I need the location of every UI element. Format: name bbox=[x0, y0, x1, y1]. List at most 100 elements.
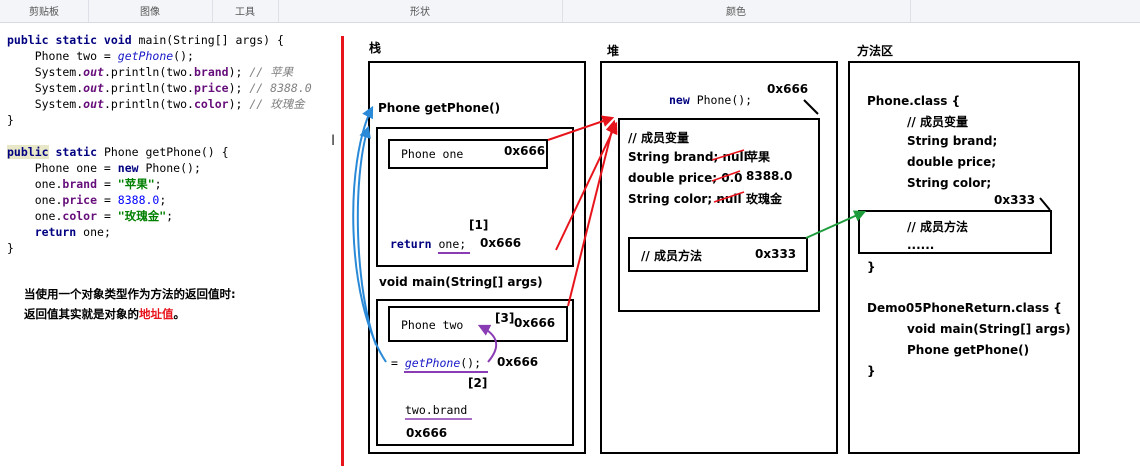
code-method-call: getPhone bbox=[117, 49, 174, 63]
code-text: .println(two. bbox=[103, 97, 194, 111]
class-field-color: String color; bbox=[907, 176, 992, 190]
field-brand-value: 苹果 bbox=[746, 150, 771, 164]
class-methods-corner bbox=[1039, 197, 1051, 211]
class-field-brand: String brand; bbox=[907, 134, 998, 148]
code-text: System. bbox=[7, 65, 84, 79]
code-field: color bbox=[193, 97, 229, 111]
code-comment: // 玫瑰金 bbox=[249, 97, 305, 111]
heap-object-address: 0x666 bbox=[767, 82, 809, 96]
step-marker-3: [3] bbox=[495, 311, 515, 325]
demo-class-close: } bbox=[867, 364, 876, 378]
assign-arrow bbox=[477, 324, 498, 363]
code-text: one; bbox=[76, 225, 111, 239]
strike-null-color bbox=[713, 191, 745, 203]
ref-arrow-return bbox=[555, 121, 618, 251]
code-keyword: static bbox=[48, 145, 98, 159]
stack-title: 栈 bbox=[369, 41, 382, 55]
code-text: ); bbox=[228, 81, 250, 95]
explanation-text: 返回值其实就是对象的 bbox=[24, 307, 139, 321]
code-comment: // 苹果 bbox=[249, 65, 294, 79]
code-static-field: out bbox=[83, 81, 104, 95]
assign-eq: = bbox=[391, 356, 405, 370]
class-methods-address: 0x333 bbox=[994, 193, 1036, 207]
code-text: Phone getPhone() { bbox=[97, 145, 229, 159]
code-field: brand bbox=[62, 177, 98, 191]
explanation-highlight: 地址值 bbox=[139, 307, 174, 321]
new-keyword: new bbox=[669, 93, 690, 107]
code-field: price bbox=[193, 81, 229, 95]
strike-zero-price bbox=[711, 170, 741, 182]
code-string: "苹果" bbox=[117, 177, 155, 191]
field-color-value: 玫瑰金 bbox=[746, 192, 783, 206]
code-field: color bbox=[62, 209, 98, 223]
step-marker-1: [1] bbox=[469, 218, 489, 232]
field-decl: double price; bbox=[628, 171, 722, 185]
code-text: one. bbox=[7, 193, 63, 207]
assign-method-call: getPhone bbox=[404, 356, 461, 370]
code-text: } bbox=[7, 113, 14, 127]
explanation-line-1: 当使用一个对象类型作为方法的返回值时: bbox=[24, 287, 236, 301]
var-one-address: 0x666 bbox=[504, 144, 546, 158]
class-field-price: double price; bbox=[907, 155, 997, 169]
frame-main-title: void main(String[] args) bbox=[379, 275, 543, 289]
toolbar-ribbon: 剪贴板 图像 工具 形状 颜色 bbox=[0, 0, 1140, 23]
ribbon-group-shapes[interactable]: 形状 bbox=[278, 0, 563, 22]
new-phone-text: Phone(); bbox=[689, 93, 753, 107]
text-cursor-icon: I bbox=[331, 133, 336, 149]
demo-method-getphone: Phone getPhone() bbox=[907, 343, 1030, 357]
phone-object bbox=[618, 118, 820, 312]
return-semi: ; bbox=[459, 237, 467, 251]
code-text: ; bbox=[159, 193, 167, 207]
code-text: System. bbox=[7, 97, 84, 111]
frame-main bbox=[376, 299, 574, 446]
code-number: 8388.0 bbox=[117, 193, 160, 207]
return-address: 0x666 bbox=[480, 236, 522, 250]
code-keyword: new bbox=[117, 161, 139, 175]
field-decl: String color; bbox=[628, 192, 717, 206]
code-text: ; bbox=[166, 209, 174, 223]
code-keyword: public bbox=[7, 145, 49, 159]
code-field: brand bbox=[193, 65, 229, 79]
heap-methods-address: 0x333 bbox=[755, 247, 797, 261]
heap-title: 堆 bbox=[607, 44, 620, 58]
var-two-label: Phone two bbox=[401, 318, 464, 332]
class-methods-box bbox=[858, 210, 1052, 254]
code-text: main(String[] args) { bbox=[131, 33, 284, 47]
heap-object-corner bbox=[803, 99, 819, 115]
code-text: = bbox=[97, 193, 118, 207]
class-members-comment: // 成员变量 bbox=[907, 115, 968, 129]
code-field: price bbox=[62, 193, 98, 207]
class-methods-comment: // 成员方法 bbox=[907, 220, 968, 234]
code-text: Phone one = bbox=[7, 161, 118, 175]
field-default-value: 0.0 bbox=[721, 171, 743, 185]
code-text: one. bbox=[7, 209, 63, 223]
ribbon-group-image[interactable]: 图像 bbox=[88, 0, 213, 22]
code-text: (); bbox=[173, 49, 194, 63]
ref-arrow-one bbox=[547, 115, 615, 141]
ribbon-group-colors[interactable]: 颜色 bbox=[562, 0, 911, 22]
code-keyword: return bbox=[7, 225, 77, 239]
code-keyword: public static void bbox=[7, 33, 132, 47]
assign-address: 0x666 bbox=[497, 355, 539, 369]
heap-region bbox=[600, 61, 838, 454]
phone-class-close: } bbox=[867, 260, 876, 274]
code-static-field: out bbox=[83, 97, 104, 111]
code-static-field: out bbox=[83, 65, 104, 79]
code-string: "玫瑰金" bbox=[117, 209, 167, 223]
ref-arrow-two bbox=[567, 119, 618, 307]
phone-class-header: Phone.class { bbox=[867, 94, 961, 108]
code-comment: // 8388.0 bbox=[249, 81, 312, 95]
ribbon-group-clipboard[interactable]: 剪贴板 bbox=[0, 0, 89, 22]
method-area-region bbox=[848, 61, 1080, 454]
class-methods-ellipsis: ...... bbox=[907, 238, 935, 252]
frame-getphone bbox=[376, 127, 574, 267]
two-brand-address: 0x666 bbox=[406, 426, 448, 440]
ribbon-group-tools[interactable]: 工具 bbox=[212, 0, 279, 22]
var-two-box bbox=[388, 306, 568, 342]
heap-field-brand: String brand; null bbox=[628, 150, 748, 164]
code-text: .println(two. bbox=[103, 65, 194, 79]
heap-members-comment: // 成员变量 bbox=[628, 131, 689, 145]
frame-getphone-title: Phone getPhone() bbox=[378, 101, 501, 115]
code-text: ; bbox=[154, 177, 162, 191]
